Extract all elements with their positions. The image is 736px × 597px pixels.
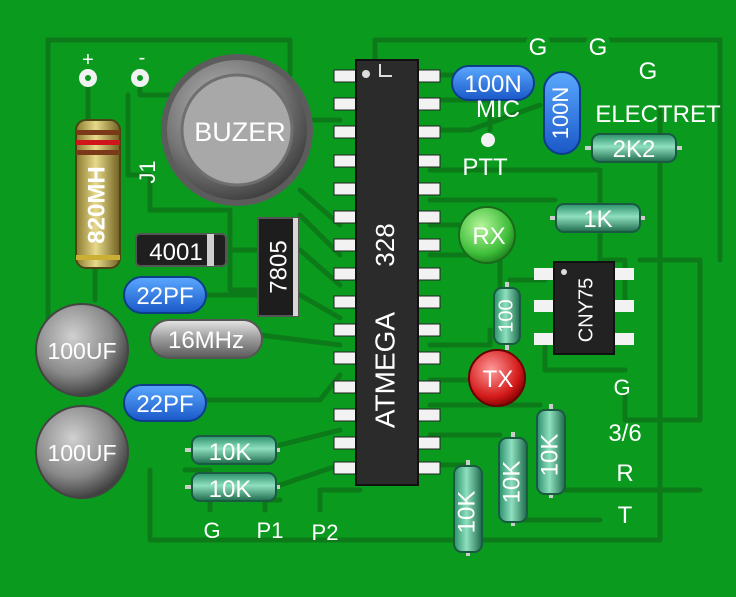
label-g-top-1: G xyxy=(529,34,548,61)
buzzer: BUZER xyxy=(161,54,313,206)
label-p1: P1 xyxy=(257,518,284,543)
led-tx: TX xyxy=(468,349,526,407)
label-minus: - xyxy=(139,47,146,69)
capacitor-22pf-2: 22PF xyxy=(123,384,207,422)
label-mic: MIC xyxy=(476,96,520,123)
label-pin36: 3/6 xyxy=(608,420,641,447)
led-rx: RX xyxy=(458,206,516,264)
cap-100n-2-label: 100N xyxy=(548,87,573,140)
mcu-atmega328: 328 ATMEGA xyxy=(355,59,419,486)
resistor-100: 100 xyxy=(493,282,521,350)
crystal-16mhz: 16MHz xyxy=(149,319,263,359)
ground-pads-top xyxy=(525,33,661,83)
resistor-1k: 1K xyxy=(550,203,645,233)
capacitor-100uf-2: 100UF xyxy=(35,405,129,499)
label-g-bottom: G xyxy=(203,518,220,543)
res-10k-4-label: 10K xyxy=(498,461,525,504)
cap-100n-1-label: 100N xyxy=(464,71,521,98)
resistor-10k-4: 10K xyxy=(498,432,528,526)
mic-pad xyxy=(481,133,495,147)
res-100-label: 100 xyxy=(495,299,517,332)
mcu-name-label: ATMEGA xyxy=(369,312,400,428)
led-rx-label: RX xyxy=(472,223,505,250)
resistor-10k-2: 10K xyxy=(185,472,280,503)
resistor-2k2: 2K2 xyxy=(585,133,682,163)
resistor-10k-5: 10K xyxy=(536,404,566,498)
res-10k-2-label: 10K xyxy=(209,476,252,503)
capacitor-100n-2: 100N xyxy=(543,71,581,155)
label-electret: ELECTRET xyxy=(595,101,721,128)
resistor-10k-1: 10K xyxy=(185,435,280,466)
crystal-label: 16MHz xyxy=(168,327,244,354)
inductor-label: 820MH xyxy=(83,166,110,243)
label-p2: P2 xyxy=(312,520,339,545)
regulator-label: 7805 xyxy=(265,240,292,293)
label-g-right: G xyxy=(613,375,630,400)
label-t: T xyxy=(618,502,633,529)
label-g-top-2: G xyxy=(589,34,608,61)
label-j1: J1 xyxy=(135,160,160,183)
led-tx-label: TX xyxy=(483,366,514,393)
mcu-model-label: 328 xyxy=(370,223,400,266)
cap-22pf-1-label: 22PF xyxy=(136,283,193,310)
capacitor-100uf-1: 100UF xyxy=(35,303,129,397)
capacitor-100n-1: 100N xyxy=(451,65,535,101)
resistor-10k-3: 10K xyxy=(453,460,483,556)
cap-22pf-2-label: 22PF xyxy=(136,391,193,418)
diode-4001: 4001 xyxy=(135,233,227,267)
res-2k2-label: 2K2 xyxy=(613,136,656,163)
res-10k-1-label: 10K xyxy=(209,439,252,466)
label-ptt: PTT xyxy=(462,154,508,181)
cap-100uf-2-label: 100UF xyxy=(47,440,116,466)
buzzer-label: BUZER xyxy=(194,117,286,147)
mcu-pads xyxy=(333,69,441,475)
power-header-pads xyxy=(79,69,149,87)
optocoupler-cny75: CNY75 xyxy=(534,261,634,355)
opto-label: CNY75 xyxy=(575,278,597,342)
regulator-7805: 7805 xyxy=(257,217,299,317)
res-10k-5-label: 10K xyxy=(536,434,563,477)
res-1k-label: 1K xyxy=(583,206,612,233)
inductor-820mh: 820MH xyxy=(75,119,121,269)
label-g-top-3: G xyxy=(639,58,658,85)
label-r: R xyxy=(616,460,633,487)
cap-100uf-1-label: 100UF xyxy=(47,338,116,364)
label-plus: + xyxy=(82,49,94,71)
res-10k-3-label: 10K xyxy=(453,491,480,534)
capacitor-22pf-1: 22PF xyxy=(123,276,207,314)
diode-label: 4001 xyxy=(149,239,202,266)
